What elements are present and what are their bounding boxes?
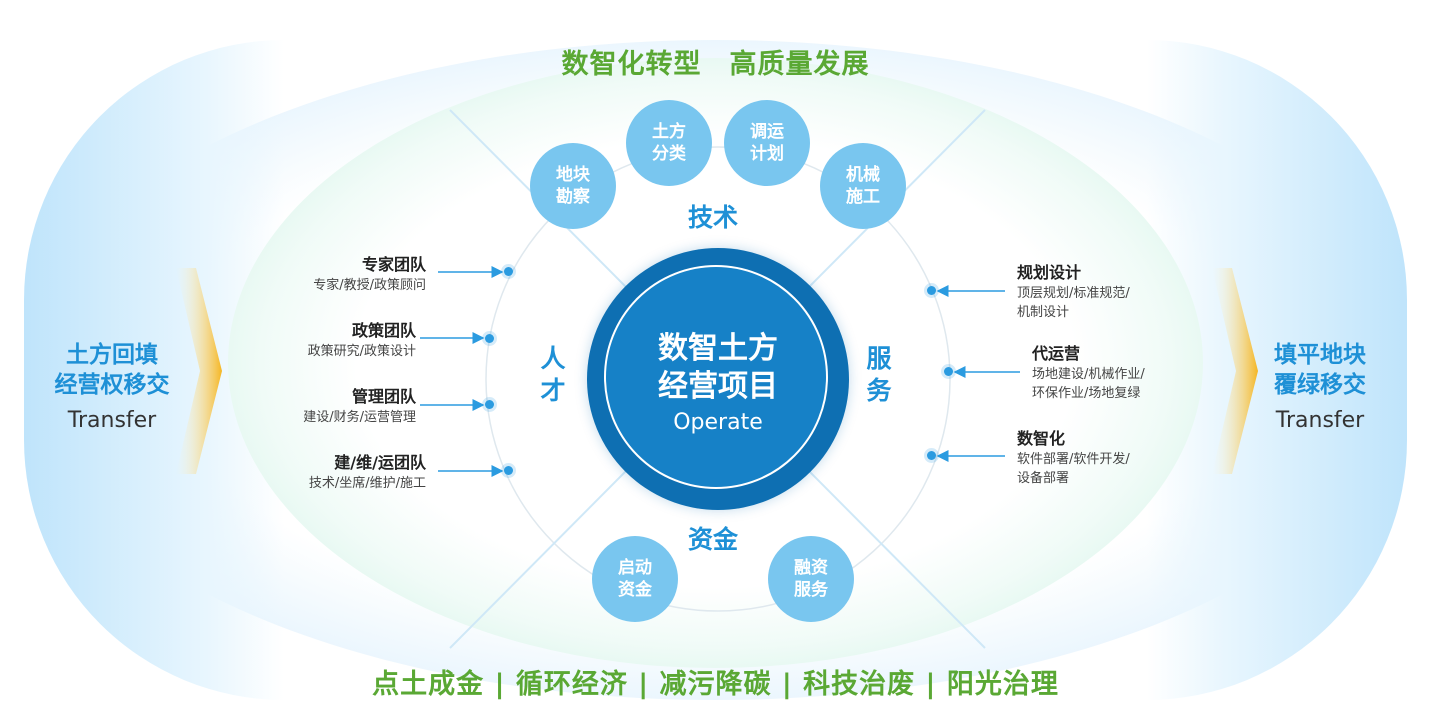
left-transfer-label: 土方回填 经营权移交 Transfer	[22, 340, 202, 433]
sector-tech: 技术	[688, 203, 739, 232]
right-chevron-icon	[1212, 268, 1258, 474]
left-label-en: Transfer	[67, 408, 157, 433]
service-dot	[927, 286, 936, 295]
service-digitalization: 数智化 软件部署/软件开发/ 设备部署	[1017, 429, 1130, 486]
sector-talent-char1: 人	[540, 344, 566, 373]
team-build-maintain-operate: 建/维/运团队 技术/坐席/维护/施工	[308, 453, 426, 491]
team-dot	[485, 334, 494, 343]
center-inner-circle	[604, 265, 828, 489]
sector-service-char1: 服	[866, 344, 892, 373]
team-policy: 政策团队 政策研究/政策设计	[307, 321, 416, 359]
bubble-machine-construction: 机械施工	[820, 143, 906, 229]
bubble-startup-funds: 启动资金	[592, 536, 678, 622]
center-line2: 经营项目	[658, 369, 778, 404]
footer-slogan: 点土成金 | 循环经济 | 减污降碳 | 科技治废 | 阳光治理	[372, 669, 1059, 700]
team-management: 管理团队 建设/财务/运营管理	[303, 387, 416, 425]
center-line1: 数智土方	[658, 331, 778, 366]
bubble-dispatch-plan: 调运计划	[724, 100, 810, 186]
team-dot	[504, 466, 513, 475]
headline: 数智化转型 高质量发展	[561, 49, 870, 80]
right-label-line1: 填平地块	[1274, 342, 1366, 368]
left-label-line1: 土方回填	[66, 342, 158, 368]
team-dot	[504, 267, 513, 276]
bubble-site-survey: 地块勘察	[530, 143, 616, 229]
sector-service-char2: 务	[866, 376, 892, 405]
service-planning-design: 规划设计 顶层规划/标准规范/ 机制设计	[1017, 263, 1130, 320]
service-dot	[944, 367, 953, 376]
bubble-financing-service: 融资服务	[768, 536, 854, 622]
right-label-line2: 覆绿移交	[1274, 372, 1366, 398]
team-dot	[485, 400, 494, 409]
sector-talent: 人 才	[538, 343, 568, 407]
bubble-earth-sorting: 土方分类	[626, 100, 712, 186]
left-label-line2: 经营权移交	[54, 372, 170, 398]
service-dot	[927, 451, 936, 460]
team-expert: 专家团队 专家/教授/政策顾问	[313, 255, 426, 293]
right-transfer-label: 填平地块 覆绿移交 Transfer	[1230, 340, 1410, 433]
center-label: 数智土方 经营项目 Operate	[587, 330, 849, 435]
center-en: Operate	[673, 410, 763, 435]
left-chevron-icon	[176, 268, 222, 474]
sector-service: 服 务	[864, 343, 894, 407]
service-outsourced-operation: 代运营 场地建设/机械作业/ 环保作业/场地复绿	[1032, 344, 1145, 401]
sector-funds: 资金	[688, 525, 739, 554]
right-label-en: Transfer	[1275, 408, 1365, 433]
sector-talent-char2: 才	[540, 376, 566, 405]
